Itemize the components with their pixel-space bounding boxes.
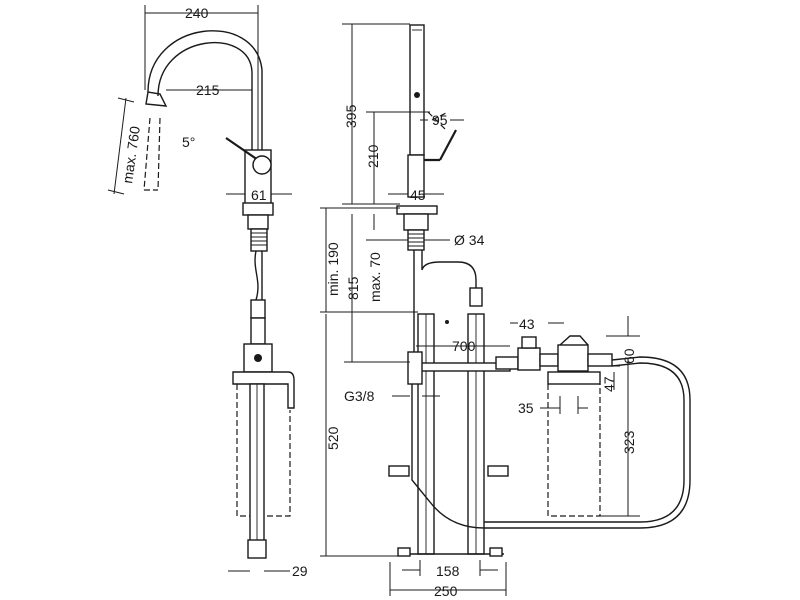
faucet-base [242, 202, 274, 216]
dim-215: 215 [196, 82, 220, 98]
dim-250: 250 [434, 583, 458, 599]
lever-rotation [427, 111, 449, 131]
hose-loop [421, 250, 477, 296]
spout-column [409, 24, 425, 156]
dim-max-70: max. 70 [367, 252, 383, 302]
front-shank [407, 229, 425, 251]
side-view [143, 30, 295, 559]
dim-210: 210 [365, 144, 381, 168]
tee-valve [407, 351, 423, 385]
dims-left: 240 215 max. 760 5° 61 29 [107, 5, 308, 579]
upper-body [407, 154, 425, 198]
valve-dot [254, 354, 262, 362]
bracket-right [487, 465, 509, 477]
filter-outlet [587, 353, 613, 367]
dim-323: 323 [621, 430, 637, 454]
lever-knob [252, 155, 272, 175]
spout-inner [157, 42, 253, 160]
lever [225, 137, 259, 161]
filter-head [557, 344, 589, 372]
dim-g3-8: G3/8 [344, 388, 375, 404]
dim-max-760: max. 760 [119, 125, 143, 184]
thread-lines [251, 232, 267, 246]
dim-700: 700 [452, 338, 476, 354]
bracket-left [388, 465, 410, 477]
dim-815: 815 [345, 276, 361, 300]
dim-395: 395 [343, 104, 359, 128]
shutoff-valve [517, 347, 541, 371]
hose-a [254, 250, 259, 301]
dim-43: 43 [519, 316, 535, 332]
front-view [388, 24, 691, 557]
dim-60: 60 [621, 348, 637, 364]
front-collar [403, 213, 429, 231]
pipe-end [247, 539, 267, 559]
threaded-shank [250, 228, 268, 252]
mount-collar [247, 214, 269, 230]
foot-left [397, 547, 411, 557]
dim-240: 240 [185, 5, 209, 21]
mount-plate [232, 371, 295, 409]
valve-top [521, 336, 537, 349]
return-hose-inner [484, 362, 685, 523]
foot-right [489, 547, 503, 557]
crossbar [409, 362, 511, 372]
front-lever [424, 129, 457, 162]
dim-47: 47 [601, 376, 617, 392]
dim-5-deg: 5° [182, 134, 195, 150]
dim-95: 95 [432, 112, 448, 128]
dim-45: 45 [410, 187, 426, 203]
front-base [396, 205, 438, 215]
filter-cap [559, 335, 589, 346]
valve-connector [539, 353, 559, 367]
dim-158: 158 [436, 563, 460, 579]
dim-29: 29 [292, 563, 308, 579]
return-hose [411, 356, 691, 529]
dim-min-190: min. 190 [325, 242, 341, 296]
dim-61: 61 [251, 187, 267, 203]
connector-pipe [495, 356, 519, 370]
hose-pipe [250, 317, 266, 345]
hose-fitting [250, 299, 266, 319]
filter-neck [547, 371, 601, 385]
dim-520: 520 [325, 426, 341, 450]
spray-button [414, 92, 420, 98]
dim-diameter-34: Ø 34 [454, 232, 485, 248]
stand-hole [445, 320, 449, 324]
dims-right: 395 210 95 45 Ø 34 min. 190 815 max. 70 … [320, 23, 640, 599]
hose-connector [469, 287, 483, 307]
dim-35: 35 [518, 400, 534, 416]
filter-cartridge [547, 384, 601, 517]
spout-outer [147, 30, 263, 160]
spray-head [145, 91, 168, 107]
pulled-head-outline [143, 117, 161, 191]
